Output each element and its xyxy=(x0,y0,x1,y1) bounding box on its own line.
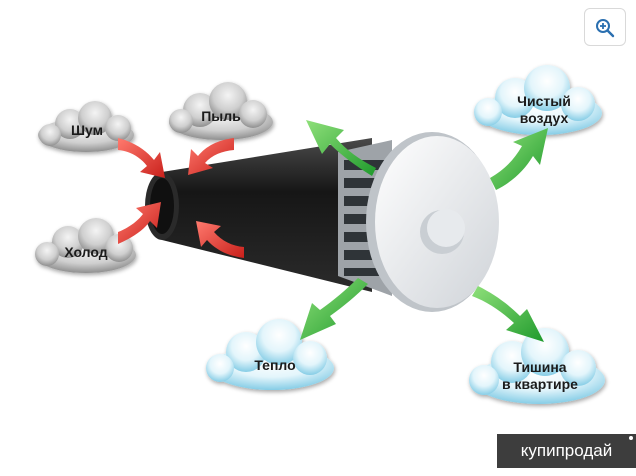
zoom-in-icon xyxy=(596,19,615,38)
watermark: купипродай xyxy=(497,434,636,468)
watermark-dot xyxy=(629,436,633,440)
pipe xyxy=(145,138,372,292)
cloud-noise xyxy=(38,101,134,152)
cloud-dust xyxy=(169,82,273,140)
cloud-cold xyxy=(35,218,136,273)
vent-cap xyxy=(366,132,499,312)
label-cold: Холод xyxy=(64,244,108,260)
zoom-button[interactable] xyxy=(584,8,626,46)
cloud-warmth xyxy=(206,319,334,390)
cloud-silence xyxy=(469,328,605,404)
label-warmth: Тепло xyxy=(254,357,296,373)
watermark-text: купипродай xyxy=(520,441,613,460)
red-arrows xyxy=(118,138,244,258)
label-silence-line2: в квартире xyxy=(502,376,578,392)
label-noise: Шум xyxy=(70,122,104,138)
label-clean-air-line2: воздух xyxy=(519,110,569,126)
label-dust: Пыль xyxy=(201,108,241,124)
label-clean-air-line1: Чистый xyxy=(517,93,571,109)
label-silence-line1: Тишина xyxy=(513,359,567,375)
green-arrows xyxy=(300,120,548,342)
cloud-clean-air xyxy=(474,65,602,135)
